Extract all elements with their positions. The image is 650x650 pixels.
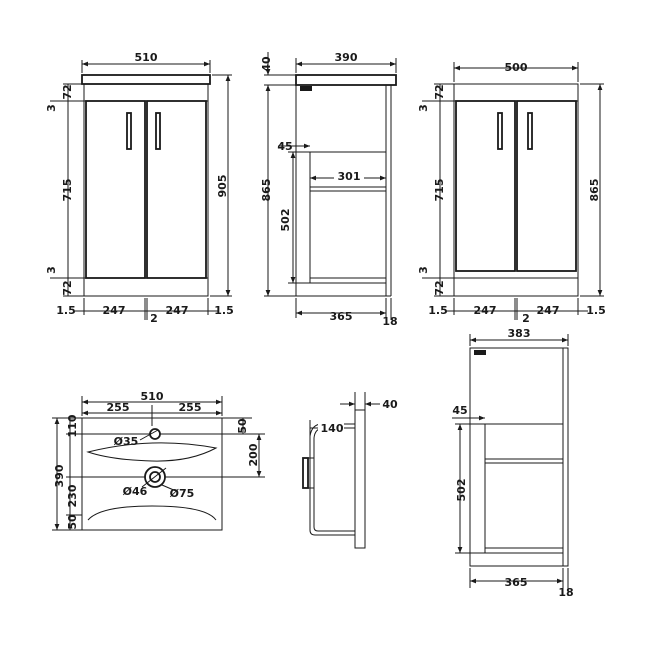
front-view-centre-gap-label: 2 bbox=[150, 312, 158, 325]
basin-waste-offset-label: 230 bbox=[66, 484, 79, 507]
front-view-no-top-right-door bbox=[516, 100, 577, 272]
front-view-no-top-top-rail-label: 72 bbox=[433, 84, 446, 99]
basin-waste-inner bbox=[149, 471, 161, 483]
front-view-no-top: 500 72 3 715 3 72 865 1.5 247 2 247 1.5 bbox=[417, 61, 606, 325]
basin-bowl-outlet-label: Ø75 bbox=[170, 487, 195, 500]
side-view-no-top-carcass-label: 365 bbox=[505, 576, 528, 589]
side-view-no-top-interior-label: 502 bbox=[455, 479, 468, 502]
basin-section: 40 140 bbox=[302, 392, 398, 549]
side-view-no-top-overflow bbox=[474, 350, 486, 355]
front-view-no-top-door-height-label: 715 bbox=[433, 179, 446, 202]
side-view-shelf-label: 301 bbox=[338, 170, 361, 183]
front-view-no-top-left-handle bbox=[497, 112, 503, 150]
basin-front-edge-label: 50 bbox=[66, 514, 79, 530]
basin-section-bowl-depth-label: 140 bbox=[321, 422, 344, 435]
front-view-door-left-label: 247 bbox=[103, 304, 126, 317]
basin-tap-hole-label: Ø35 bbox=[114, 435, 139, 448]
front-view-right-handle bbox=[155, 112, 161, 150]
basin-bowl-back-edge bbox=[86, 442, 218, 462]
basin-section-waste bbox=[302, 457, 309, 489]
front-view-no-top-right-handle bbox=[527, 112, 533, 150]
basin-tap-to-waste-label: 200 bbox=[247, 443, 260, 466]
side-view-no-top-shelf-offset-label: 45 bbox=[452, 404, 467, 417]
front-view-no-top-carcass bbox=[453, 83, 579, 297]
basin-back-edge-label: 50 bbox=[236, 418, 249, 434]
side-view-interior-label: 502 bbox=[279, 209, 292, 232]
basin-depth-label: 390 bbox=[53, 464, 66, 487]
basin-half-left-label: 255 bbox=[107, 401, 130, 414]
front-view-no-top-door-left-label: 247 bbox=[474, 304, 497, 317]
front-view-left-door bbox=[85, 100, 146, 279]
side-view-no-top-interior bbox=[484, 423, 564, 554]
front-view-side-left-label: 1.5 bbox=[56, 304, 76, 317]
front-view-no-top-side-right-label: 1.5 bbox=[586, 304, 606, 317]
side-view-no-top-door-thickness-label: 18 bbox=[558, 586, 573, 599]
side-view-worktop bbox=[295, 74, 397, 86]
front-view-no-top-bottom-gap-label: 3 bbox=[417, 266, 430, 274]
side-view-no-top-depth-label: 383 bbox=[508, 327, 531, 340]
side-view-no-top: 383 45 502 365 18 bbox=[452, 327, 574, 599]
front-view-worktop bbox=[81, 74, 211, 85]
basin-bowl-front-edge bbox=[87, 505, 217, 521]
front-view-top-gap-label: 3 bbox=[45, 104, 58, 112]
front-view: 510 72 3 715 3 72 905 1.5 247 2 247 1.5 bbox=[45, 51, 234, 325]
front-view-no-top-centre-gap-label: 2 bbox=[522, 312, 530, 325]
front-view-left-handle bbox=[126, 112, 132, 150]
front-view-no-top-door-right-label: 247 bbox=[537, 304, 560, 317]
front-view-door-right-label: 247 bbox=[166, 304, 189, 317]
front-view-side-right-label: 1.5 bbox=[214, 304, 234, 317]
basin-section-bowl-outer bbox=[309, 423, 355, 536]
basin-waste-hole-label: Ø46 bbox=[123, 485, 148, 498]
basin-section-rim bbox=[354, 409, 366, 549]
side-view-overflow bbox=[300, 86, 312, 91]
basin-plan: 510 255 255 390 110 230 50 50 200 Ø35 Ø4… bbox=[52, 390, 265, 531]
front-view-no-top-side-left-label: 1.5 bbox=[428, 304, 448, 317]
front-view-no-top-width-label: 500 bbox=[505, 61, 528, 74]
side-view-shelf-offset-label: 45 bbox=[277, 140, 292, 153]
basin-section-rim-label: 40 bbox=[382, 398, 398, 411]
front-view-width-label: 510 bbox=[135, 51, 158, 64]
side-view-height-label: 865 bbox=[260, 179, 273, 202]
side-view-depth-label: 390 bbox=[335, 51, 358, 64]
side-view-interior bbox=[309, 151, 387, 284]
basin-tap-offset-label: 110 bbox=[66, 414, 79, 437]
front-view-no-top-plinth-label: 72 bbox=[433, 280, 446, 295]
basin-width-label: 510 bbox=[141, 390, 164, 403]
front-view-top-rail-label: 72 bbox=[61, 84, 74, 99]
side-view-door-thickness-label: 18 bbox=[382, 315, 397, 328]
front-view-door-height-label: 715 bbox=[61, 179, 74, 202]
front-view-right-door bbox=[146, 100, 207, 279]
side-view: 40 390 865 45 301 502 365 18 bbox=[260, 51, 398, 328]
front-view-bottom-gap-label: 3 bbox=[45, 266, 58, 274]
front-view-carcass bbox=[83, 83, 209, 297]
front-view-no-top-top-gap-label: 3 bbox=[417, 104, 430, 112]
side-view-carcass-label: 365 bbox=[330, 310, 353, 323]
front-view-no-top-height-label: 865 bbox=[588, 179, 601, 202]
front-view-plinth-label: 72 bbox=[61, 280, 74, 295]
front-view-height-label: 905 bbox=[216, 175, 229, 198]
side-view-worktop-label: 40 bbox=[260, 56, 273, 72]
side-view-no-top-outline bbox=[469, 347, 569, 567]
front-view-no-top-left-door bbox=[455, 100, 516, 272]
basin-half-right-label: 255 bbox=[179, 401, 202, 414]
